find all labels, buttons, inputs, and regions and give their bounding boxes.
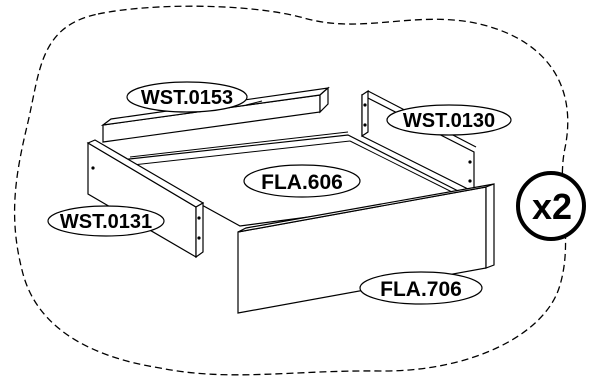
left-side-panel [86,139,205,259]
right-side-panel-dowel-hole [363,103,367,107]
callout-right-side-panel: WST.0130 [386,104,512,136]
callout-bubble [47,205,165,237]
callout-bubble [126,81,248,113]
left-side-panel-dowel-hole [197,236,201,240]
part-label-left-side-panel: WST.0131 [60,211,152,233]
right-side-panel-dowel-hole [468,179,472,183]
bottom-panel-back-edge [123,140,351,167]
left-side-panel-end [195,201,204,259]
bottom-panel-side-edge [349,140,463,198]
front-panel-right-edge [485,183,495,269]
dashed-group-outline [13,5,569,376]
bottom-panel-groove-line [129,131,349,158]
callout-bottom-panel: FLA.606 [243,164,361,198]
left-side-panel-dowel-hole [91,166,95,170]
quantity-badge: x2 [516,171,586,241]
quantity-label: x2 [532,186,572,227]
callout-front-panel: FLA.706 [359,271,483,305]
part-label-bottom-panel: FLA.606 [261,171,343,194]
quantity-badge-circle [516,171,586,241]
front-panel [237,183,495,314]
callout-bubble [386,104,512,136]
callout-bubble [359,271,483,305]
callout-back-panel: WST.0153 [126,81,263,113]
part-label-right-side-panel: WST.0130 [403,110,495,132]
part-label-front-panel: FLA.706 [380,278,462,301]
back-panel-right-edge [319,86,329,114]
callout-left-side-panel: WST.0131 [47,205,165,237]
right-side-panel-dowel-hole [363,123,367,127]
right-side-panel-end [361,89,369,138]
callout-leader-line [245,100,263,106]
left-side-panel-dowel-hole [197,216,201,220]
part-label-back-panel: WST.0153 [141,87,233,109]
right-side-panel-dowel-hole [468,160,472,164]
callout-bubble [243,164,361,198]
